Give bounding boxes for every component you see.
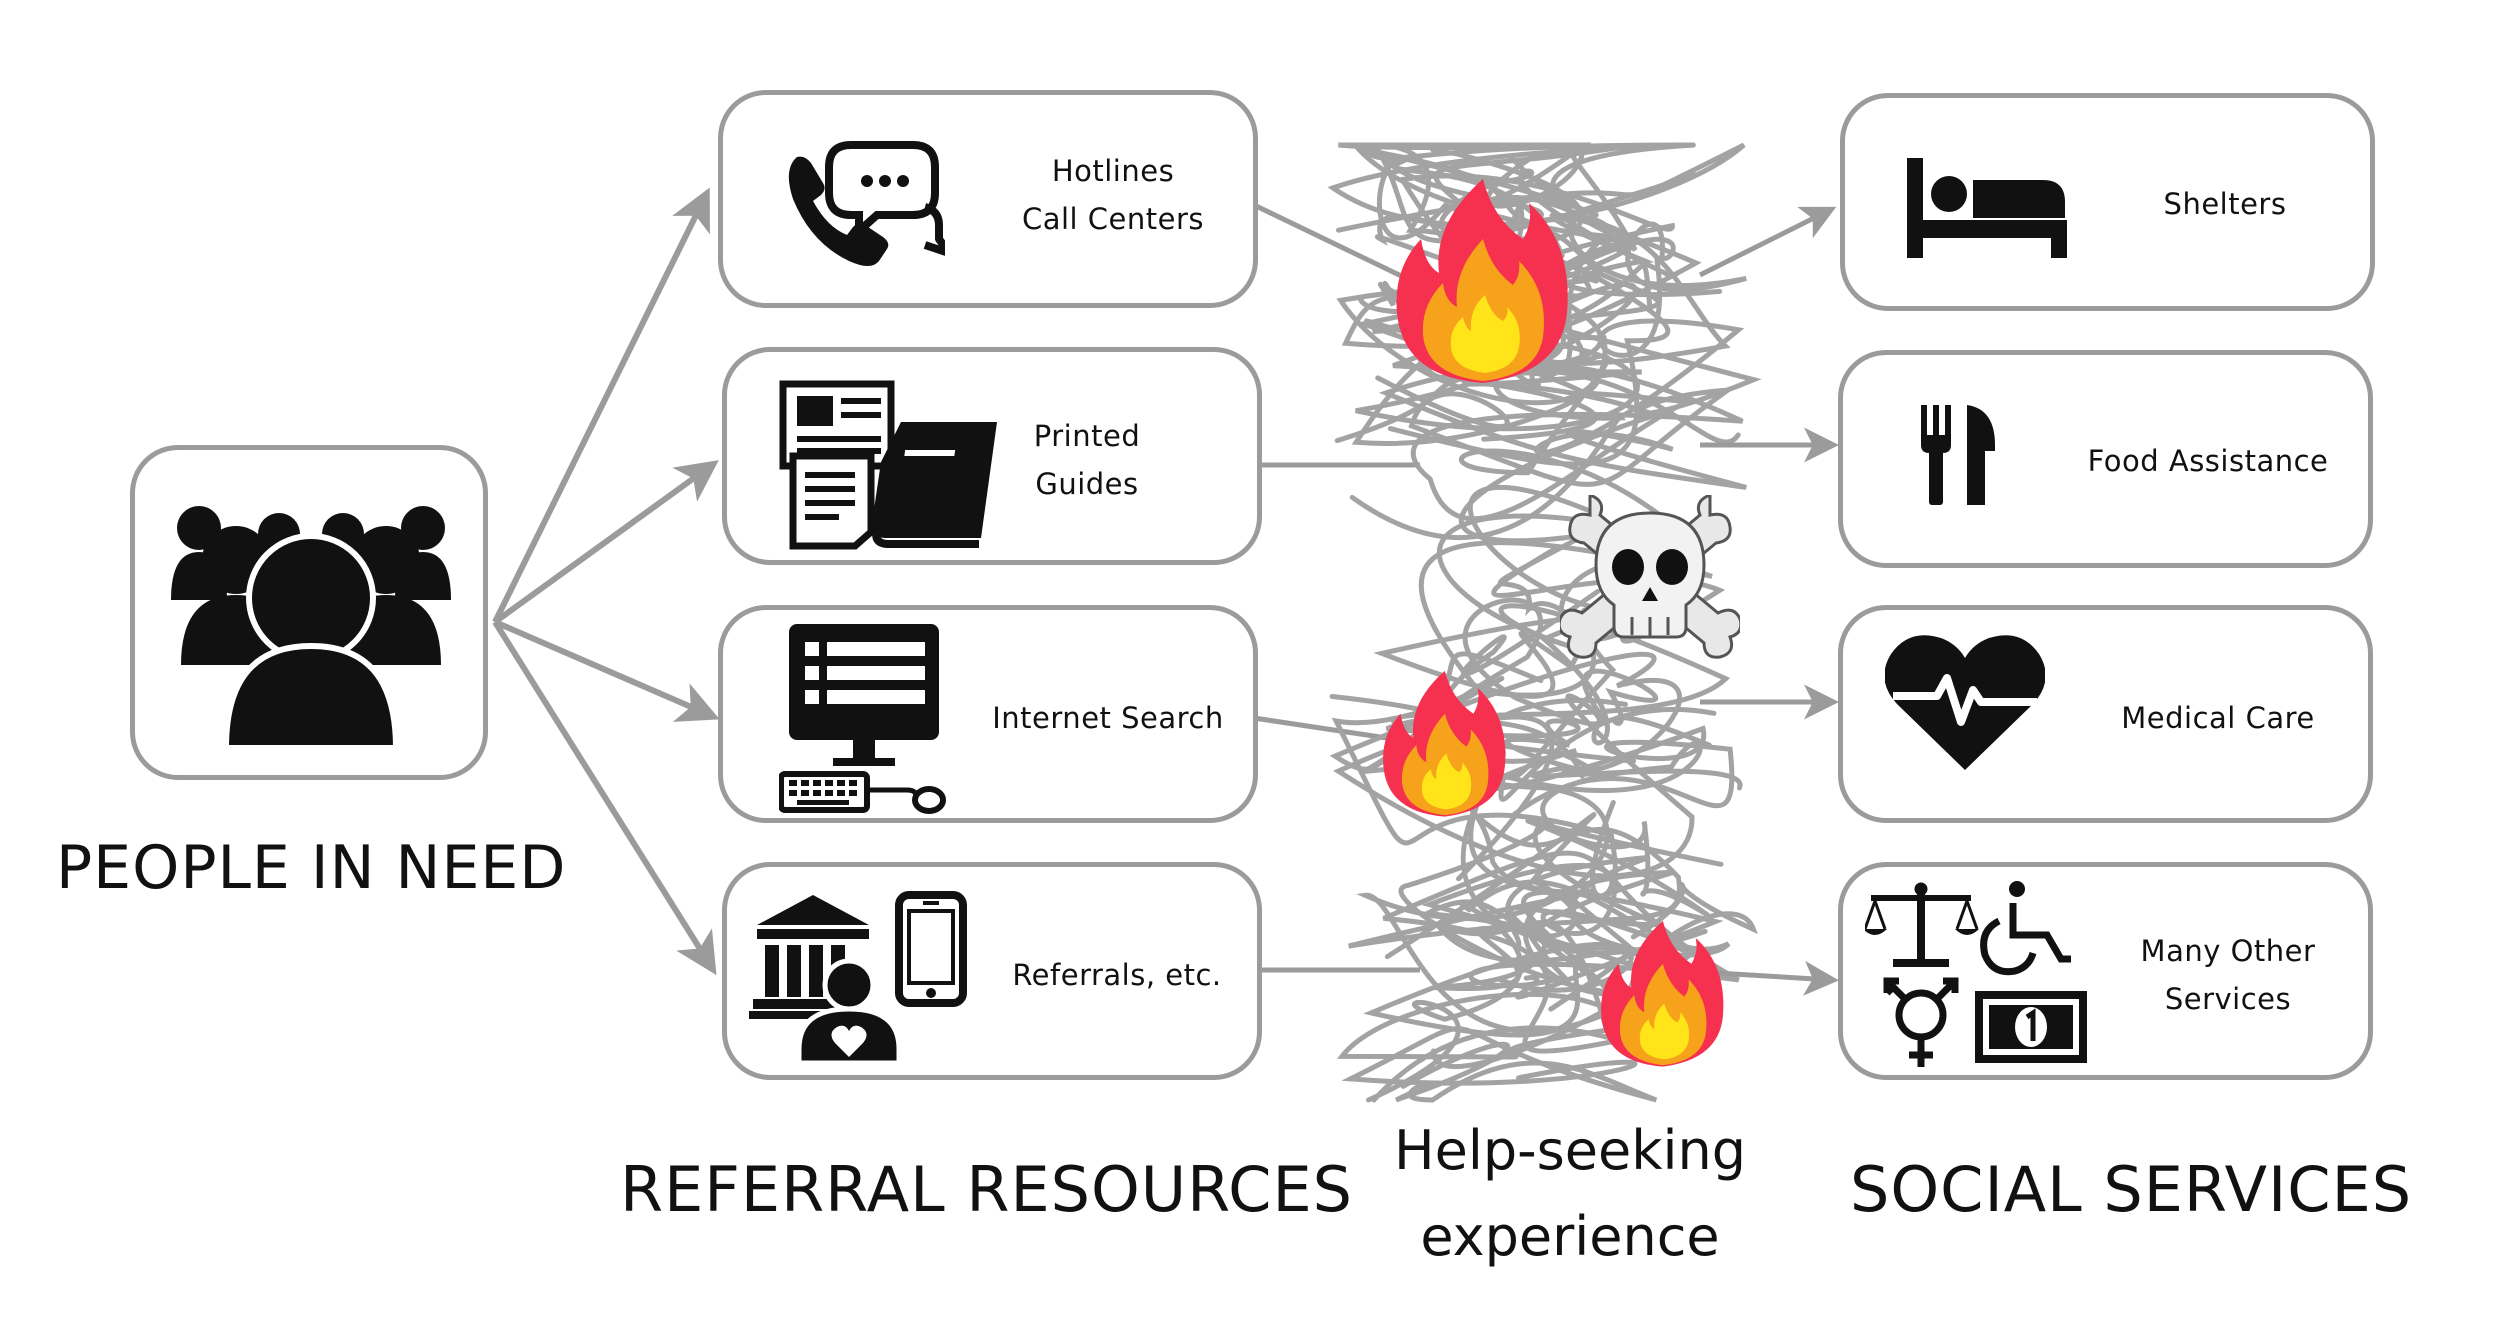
bank-person-phone-icon [749, 889, 969, 1064]
arrow-to-hotlines [492, 187, 710, 624]
fire-icon [1395, 175, 1570, 385]
scribble-stroke [1398, 821, 1758, 1031]
hotlines-label-line1: Hotlines [1051, 154, 1175, 188]
scribble-stroke [1418, 796, 1708, 970]
fire-icon [1382, 668, 1507, 818]
gender-icon [1883, 977, 1959, 1067]
scribble-stroke [1327, 142, 1746, 233]
arrow-to-other [1699, 960, 1839, 996]
help-seeking-line1: Help-seeking [1394, 1119, 1746, 1182]
medical-label: Medical Care [2121, 701, 2315, 735]
service-box-shelters: Shelters [1840, 93, 2375, 311]
printed-label-line1: Printed [1033, 419, 1141, 453]
scribble-stroke [1435, 589, 1735, 817]
referral-box-referrals: Referrals, etc. [722, 862, 1262, 1080]
service-inflow-arrows [1698, 206, 1839, 996]
wheelchair-icon [1980, 881, 2071, 976]
misc-services-icon [1865, 879, 2095, 1069]
referral-outflows [1252, 202, 1422, 973]
referral-box-internet-search: Internet Search [718, 605, 1258, 823]
phone-chat-icon [785, 137, 945, 267]
service-box-food-assistance: Food Assistance [1838, 350, 2373, 568]
arrow-to-referrals [492, 620, 717, 976]
arrow-to-shelters [1698, 206, 1837, 278]
money-icon [1975, 991, 2087, 1063]
arrow-to-internet [493, 619, 720, 722]
help-seeking-title: Help-seeking experience [1370, 1108, 1770, 1280]
people-in-need-box [130, 445, 488, 780]
skull-crossbones-icon [1560, 495, 1740, 665]
internet-label-line1: Internet Search [992, 701, 1224, 735]
heartbeat-icon [1885, 634, 2045, 774]
service-box-medical-care: Medical Care [1838, 605, 2373, 823]
scribble-stroke [1341, 1026, 1658, 1103]
people-in-need-title: PEOPLE IN NEED [56, 833, 567, 903]
other-label-line2: Services [2164, 982, 2292, 1016]
newspaper-book-icon [777, 380, 1007, 550]
printed-label-line2: Guides [1035, 467, 1139, 501]
scribble-stroke [1498, 706, 1724, 918]
computer-icon [779, 616, 959, 816]
other-label-line1: Many Other [2140, 934, 2316, 968]
help-seeking-line2: experience [1420, 1205, 1720, 1268]
crowd-icon [151, 490, 471, 750]
arrow-to-printed [493, 460, 719, 625]
social-services-title: SOCIAL SERVICES [1850, 1153, 2413, 1226]
referral-resources-title: REFERRAL RESOURCES [620, 1153, 1353, 1226]
fan-out-arrows [492, 187, 720, 976]
referral-box-hotlines: Hotlines Call Centers [718, 90, 1258, 308]
service-box-many-other: Many Other Services [1838, 862, 2373, 1080]
referrals-label-line1: Referrals, etc. [1012, 958, 1222, 992]
scribble-stroke [1451, 144, 1747, 368]
referral-box-printed-guides: Printed Guides [722, 347, 1262, 565]
food-label: Food Assistance [2087, 444, 2329, 478]
fire-icon [1600, 918, 1725, 1068]
fork-knife-icon [1921, 405, 2001, 505]
scales-icon [1865, 882, 1979, 967]
hotlines-label-line2: Call Centers [1021, 202, 1205, 236]
shelters-label: Shelters [2163, 187, 2287, 221]
bed-icon [1907, 158, 2067, 258]
